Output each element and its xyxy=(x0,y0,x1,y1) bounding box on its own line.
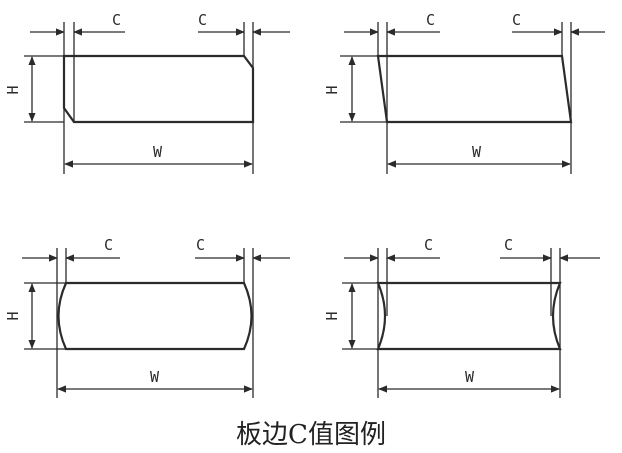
panel-1-c-label-right: C xyxy=(198,11,207,29)
panel-4-c-label-left: C xyxy=(424,236,433,254)
panel-2-c-label-right: C xyxy=(512,11,521,29)
panel-4-h-label: H xyxy=(323,311,341,320)
panel-4-board-outline xyxy=(376,281,562,351)
panel-1-c-label-left: C xyxy=(112,11,121,29)
panel-1-chamfered-edge: C C H W xyxy=(4,11,290,174)
panel-4-w-label: W xyxy=(465,368,475,386)
figure-caption: 板边C值图例 xyxy=(236,420,386,450)
panel-1-w-label: W xyxy=(153,143,163,161)
panel-3-h-label: H xyxy=(4,311,22,320)
panel-1-board-outline xyxy=(62,54,255,124)
panel-2-c-label-left: C xyxy=(426,11,435,29)
panel-2-h-label: H xyxy=(323,85,341,94)
panel-1-h-label: H xyxy=(4,85,22,94)
panel-2-w-label: W xyxy=(472,143,482,161)
panel-3-c-label-right: C xyxy=(196,236,205,254)
panel-2-board-outline xyxy=(376,54,573,124)
panel-3-convex-edge: C C H W xyxy=(4,236,290,398)
panel-3-board-outline xyxy=(57,281,253,351)
panel-3-w-label: W xyxy=(150,368,160,386)
panel-2-beveled-edge: C C H W xyxy=(323,11,605,174)
panel-3-c-label-left: C xyxy=(104,236,113,254)
panel-4-concave-edge: C C H W xyxy=(323,236,600,398)
panel-4-c-label-right: C xyxy=(504,236,513,254)
